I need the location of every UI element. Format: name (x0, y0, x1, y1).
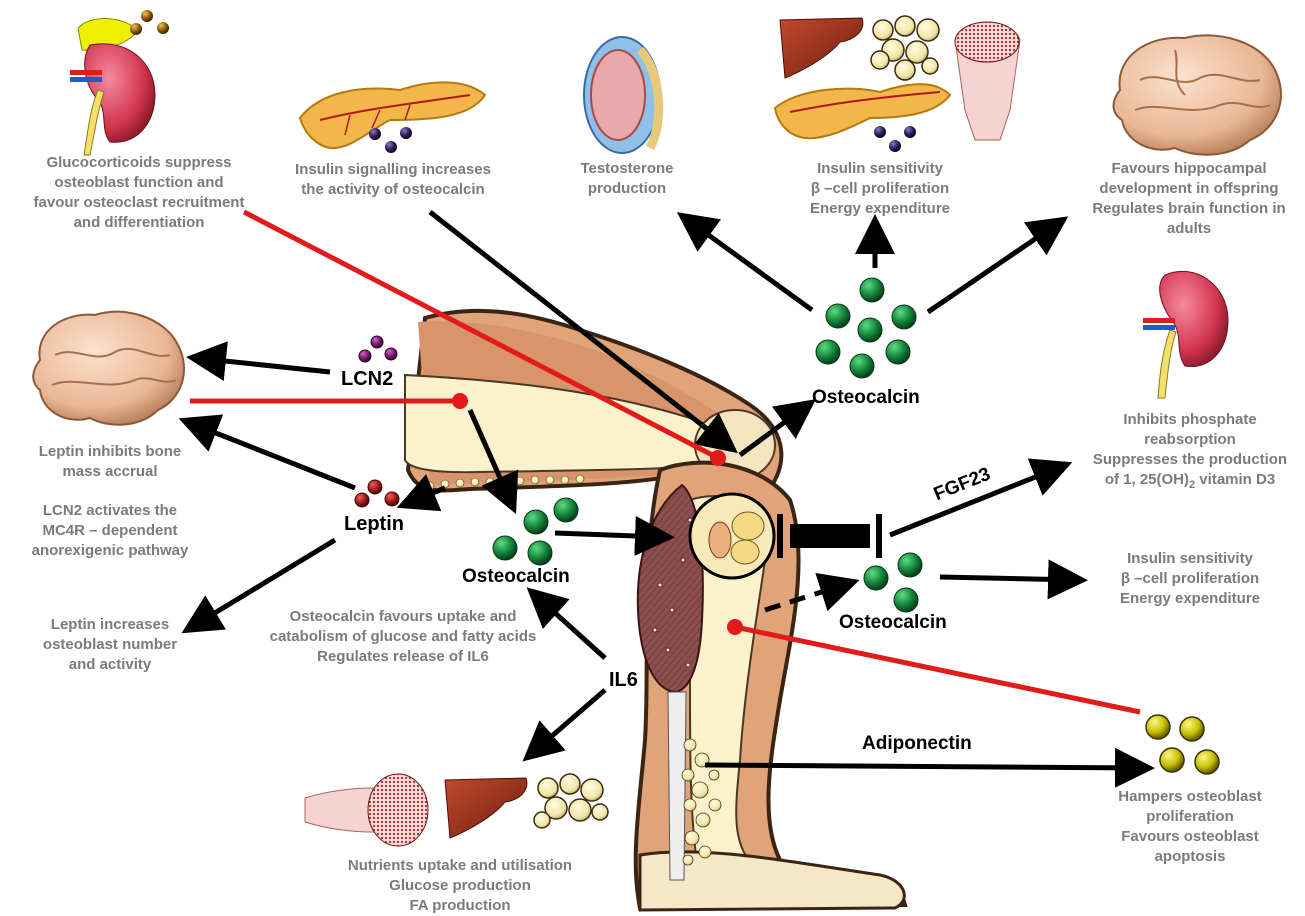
leptin-molecules (355, 480, 399, 507)
leptin-label: Leptin (344, 513, 404, 536)
arrow-to-testis (685, 218, 812, 310)
caption-phosphate: Inhibits phosphate reabsorption Suppress… (1080, 410, 1300, 495)
osteocalcin-molecules (864, 553, 922, 612)
testis-icon (584, 37, 660, 153)
osteocalcin-label-right: Osteocalcin (839, 612, 947, 634)
arrow-leptin-to-brain (188, 422, 355, 488)
caption-testosterone: Testosterone production (562, 159, 692, 199)
caption-nutrients: Nutrients uptake and utilisation Glucose… (325, 856, 595, 916)
adiponectin-molecules (1146, 715, 1219, 774)
caption-hampers: Hampers osteoblast proliferation Favours… (1100, 787, 1280, 867)
liver-icon (445, 778, 527, 838)
adipocytes-icon (871, 16, 939, 80)
caption-glucocorticoids: Glucocorticoids suppress osteoblast func… (8, 153, 270, 233)
muscle-fiber-icon (955, 22, 1020, 140)
adiponectin-label: Adiponectin (862, 733, 972, 755)
lcn2-label: LCN2 (341, 368, 393, 391)
caption-leptin-increases: Leptin increases osteoblast number and a… (20, 615, 200, 675)
arrow-il6-to-organs (530, 690, 605, 755)
caption-insulin-right: Insulin sensitivity β –cell proliferatio… (1100, 549, 1280, 609)
adipocytes-icon (534, 774, 608, 828)
muscle-fiber-icon (305, 774, 428, 846)
liver-icon (780, 18, 863, 78)
lcn2-molecules (359, 336, 397, 362)
caption-leptin-inhibits: Leptin inhibits bone mass accrual (20, 442, 200, 482)
brain-icon (1114, 35, 1281, 154)
osteocalcin-label-top: Osteocalcin (812, 387, 920, 409)
caption-osteocalcin-favours: Osteocalcin favours uptake and catabolis… (248, 607, 558, 667)
caption-insulin-top: Insulin sensitivity β –cell proliferatio… (790, 159, 970, 219)
osteocalcin-molecules (816, 278, 916, 378)
il6-label: IL6 (609, 669, 638, 692)
caption-lcn2-activates: LCN2 activates the MC4R – dependent anor… (10, 501, 210, 561)
arrow-osteocalcin-right (940, 577, 1078, 580)
bone-cells-magnifier (690, 494, 774, 578)
caption-insulin-signalling: Insulin signalling increases the activit… (278, 160, 508, 200)
arrow-adiponectin (705, 765, 1145, 768)
caption-hippocampal: Favours hippocampal development in offsp… (1080, 159, 1298, 239)
arrow-adipocyte-to-leptin (406, 488, 445, 504)
caption-vitamin-d: of 1, 25(OH)2 vitamin D3 (1080, 470, 1300, 495)
arrow-lcn2-to-brain (196, 358, 330, 372)
pancreas-icon (775, 84, 950, 152)
osteocalcin-label-middle: Osteocalcin (462, 566, 570, 588)
adrenal-kidney-icon (70, 10, 169, 155)
brain-icon (33, 312, 184, 425)
pancreas-icon (300, 82, 485, 153)
kidney-icon (1143, 271, 1228, 398)
arrow-to-brain-top (928, 222, 1060, 312)
